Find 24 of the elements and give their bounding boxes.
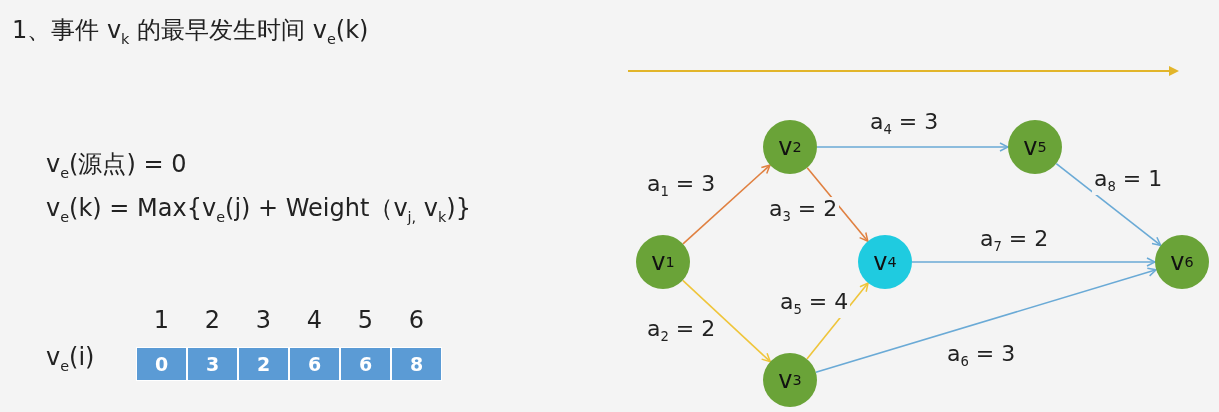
arrow (815, 267, 1157, 374)
arrow (806, 167, 869, 242)
array-cell: 8 (391, 347, 442, 381)
slide-title: 1、事件 v$_{k}$ 的最早发生时间 v$_{e}$(k) (12, 15, 369, 47)
array-cell: 6 (289, 347, 340, 381)
edge-label: a$_{5}$ = 4 (778, 290, 851, 318)
arrow (911, 257, 1156, 267)
array-cell: 6 (340, 347, 391, 381)
arrow (816, 142, 1009, 152)
index-number: 5 (356, 306, 375, 334)
index-number: 3 (254, 306, 273, 334)
array-cell: 0 (136, 347, 187, 381)
array-label: v$_{e}$(i) (46, 343, 95, 374)
arrow (682, 279, 771, 363)
index-number: 4 (305, 306, 324, 334)
array-cell: 3 (187, 347, 238, 381)
array-cell: 2 (238, 347, 289, 381)
index-number: 6 (407, 306, 426, 334)
arrow (682, 164, 771, 245)
formula: v$_{e}$(源点) = 0 (46, 149, 187, 181)
index-number: 1 (152, 306, 171, 334)
index-number: 2 (203, 306, 222, 334)
arrow (1055, 162, 1162, 247)
formula: v$_{e}$(k) = Max{v$_{e}$(j) + Weight（v$_{j,}$ v$_{k}$)} (46, 193, 471, 225)
